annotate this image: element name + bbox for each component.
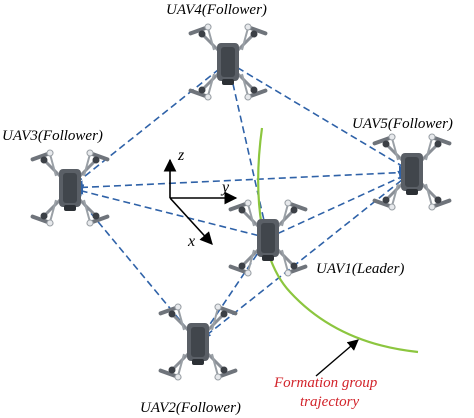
trajectory-label-line1: Formation group [273, 375, 378, 391]
coordinate-axes [163, 158, 238, 245]
uav3-label: UAV3(Follower) [2, 128, 103, 144]
link-uav3-uav5 [68, 165, 414, 195]
trajectory-pointer-arrow [315, 339, 359, 377]
drone-icon [28, 148, 112, 228]
x-axis [169, 197, 213, 245]
drone-icon [226, 198, 310, 278]
link-uav1-uav5 [267, 170, 414, 239]
link-uav4-uav3 [69, 61, 229, 189]
uav2-label: UAV2(Follower) [140, 400, 241, 416]
trajectory-label-line2: trajectory [300, 394, 359, 410]
drone-icon [156, 302, 240, 382]
y-axis-label: y [220, 179, 230, 196]
drone-icon [186, 22, 270, 102]
uav1-label: UAV1(Leader) [316, 261, 404, 277]
link-uav4-uav5 [227, 61, 413, 173]
uav4-label: UAV4(Follower) [166, 2, 267, 18]
link-uav1-uav3 [68, 184, 269, 239]
link-uav3-uav2 [69, 187, 199, 343]
uav5-label: UAV5(Follower) [352, 116, 453, 132]
x-axis-label: x [187, 233, 195, 250]
trajectory-curve [257, 127, 419, 354]
z-axis-label: z [177, 147, 185, 164]
drone-icon [370, 132, 454, 212]
formation-links [68, 60, 414, 344]
link-uav1-uav4 [223, 60, 269, 239]
link-uav1-uav2 [197, 237, 269, 344]
